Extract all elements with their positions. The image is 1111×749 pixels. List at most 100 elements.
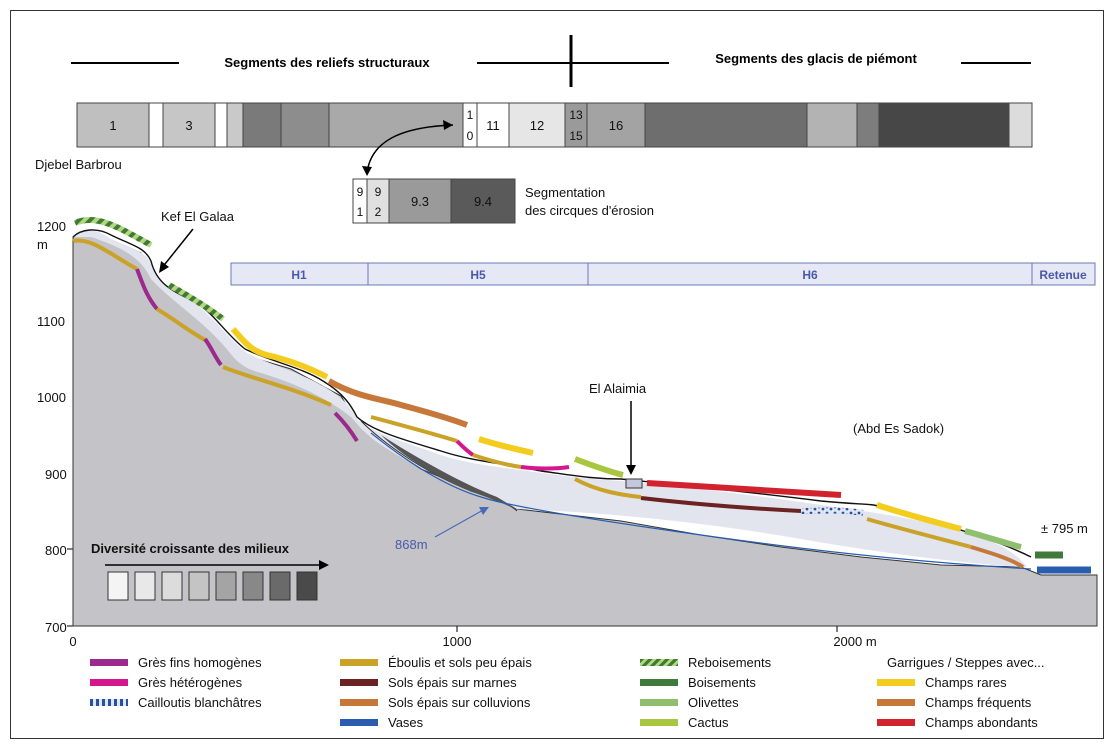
sub-label-9-1-bot: 1	[357, 205, 364, 219]
segment-19	[856, 102, 880, 148]
horizon-h1: H1	[291, 268, 307, 282]
alaimia-label: El Alaimia	[589, 381, 647, 396]
strip-eboulis-5	[472, 453, 522, 469]
water-table-line	[370, 432, 1032, 570]
diversite-step-5	[215, 571, 237, 601]
diversite-step-4	[188, 571, 210, 601]
kef-arrow	[160, 228, 194, 270]
landuse-reboisement-2	[167, 282, 225, 322]
curved-arrow	[366, 124, 454, 174]
segment-21	[1008, 102, 1033, 148]
segment-label-13: 13	[569, 108, 583, 122]
horizons-band: H1 H5 H6 Retenue	[230, 262, 1096, 286]
y-tick-800: 800	[45, 543, 67, 558]
alt-868-label: 868m	[395, 537, 428, 552]
segment-label-12: 12	[530, 118, 544, 133]
terrain-glacis	[73, 230, 1027, 568]
horizon-retenue: Retenue	[1039, 268, 1087, 282]
alt-868-arrow-head	[479, 507, 489, 515]
y-axis: 1200 m 1100 1000 900 800 700	[37, 219, 67, 635]
segment-labels: 1 3 1 0 11 12 13 15 16	[109, 108, 623, 143]
horizon-h5: H5	[470, 268, 486, 282]
strip-gres-fins-1	[135, 268, 159, 311]
segment-16	[586, 102, 646, 148]
x-axis: 0 1000 2000 m	[69, 634, 876, 649]
landuse-champs-rares-1	[230, 327, 329, 380]
segment-20	[878, 102, 1010, 148]
surface-line	[72, 229, 1032, 558]
strip-gres-fins-2	[203, 337, 223, 367]
segment-7	[280, 102, 330, 148]
kef-label: Kef El Galaa	[161, 209, 235, 224]
segment-label-1: 1	[109, 118, 116, 133]
segment-label-16: 16	[609, 118, 623, 133]
soil-strips	[72, 238, 1091, 574]
landuse-strips	[73, 216, 1063, 559]
segment-17	[644, 102, 808, 148]
diversite-step-3	[161, 571, 183, 601]
diversite-step-2	[134, 571, 156, 601]
landuse-reboisement-1	[73, 216, 153, 248]
sub-label-9-2-top: 9	[375, 185, 382, 199]
header-right-title: Segments des glacis de piémont	[715, 51, 917, 66]
sub-caption-line1: Segmentation	[525, 185, 605, 200]
y-tick-900: 900	[45, 467, 67, 482]
segment-bar	[76, 102, 1033, 148]
strip-eboulis-7	[866, 517, 972, 549]
diversite-label: Diversité croissante des milieux	[91, 541, 290, 556]
y-unit: m	[37, 237, 48, 252]
landuse-champs-rares-2	[478, 436, 534, 456]
x-tick-2000: 2000 m	[833, 634, 876, 649]
landuse-champs-rares-3	[876, 502, 962, 532]
y-tick-1200: 1200	[37, 219, 66, 234]
segment-6	[242, 102, 282, 148]
alaimia-arrow-head	[626, 465, 636, 475]
curved-arrow-head-top	[443, 120, 453, 130]
sub-label-9-1-top: 9	[357, 185, 364, 199]
diversite-step-8	[296, 571, 318, 601]
sub-segment-bar	[352, 178, 516, 224]
strip-eboulis-2	[155, 307, 208, 343]
diversite-step-6	[242, 571, 264, 601]
strip-gres-het-1	[455, 439, 475, 457]
strip-sols-marnes	[640, 496, 802, 513]
segment-label-3: 3	[185, 118, 192, 133]
segment-2	[148, 102, 164, 148]
horizons-frame	[230, 262, 1096, 286]
landuse-olivettes	[964, 528, 1022, 550]
strip-eboulis-6	[574, 477, 642, 499]
sub-label-9-3: 9.3	[411, 194, 429, 209]
strip-gres-fins-3	[333, 411, 359, 443]
strip-colluvions-1	[970, 545, 1025, 569]
alt-868-arrow	[434, 508, 486, 538]
alaimia-village	[625, 478, 643, 489]
djebel-label: Djebel Barbrou	[35, 157, 122, 172]
segment-1	[76, 102, 150, 148]
y-axis-ticks	[67, 548, 73, 627]
alt-795-label: ± 795 m	[1041, 521, 1088, 536]
strip-eboulis-3	[222, 365, 332, 407]
segment-18	[806, 102, 858, 148]
diversite-scale	[107, 571, 318, 601]
x-tick-1000: 1000	[443, 634, 472, 649]
sub-segment-9-4	[450, 178, 516, 224]
strip-eboulis-1	[72, 238, 138, 271]
dark-colluvium	[381, 435, 517, 509]
segment-label-15: 15	[569, 129, 583, 143]
sub-label-9-2-bot: 2	[375, 205, 382, 219]
diversite-step-7	[269, 571, 291, 601]
segment-4	[214, 102, 228, 148]
x-tick-0: 0	[69, 634, 76, 649]
header-left-title: Segments des reliefs structuraux	[224, 55, 430, 70]
diversite-arrow-head	[319, 560, 329, 570]
sub-segment-labels: 9 1 9 2 9.3 9.4	[357, 185, 492, 219]
sub-label-9-4: 9.4	[474, 194, 492, 209]
strip-gres-het-2	[520, 465, 570, 471]
diversite-step-1	[107, 571, 129, 601]
x-axis-ticks	[456, 626, 838, 632]
strip-eboulis-4	[370, 415, 458, 443]
segment-label-10-top: 1	[467, 108, 474, 122]
sub-caption-line2: des circques d'érosion	[525, 203, 654, 218]
segment-3	[162, 102, 216, 148]
curved-arrow-head-bottom	[362, 166, 372, 176]
